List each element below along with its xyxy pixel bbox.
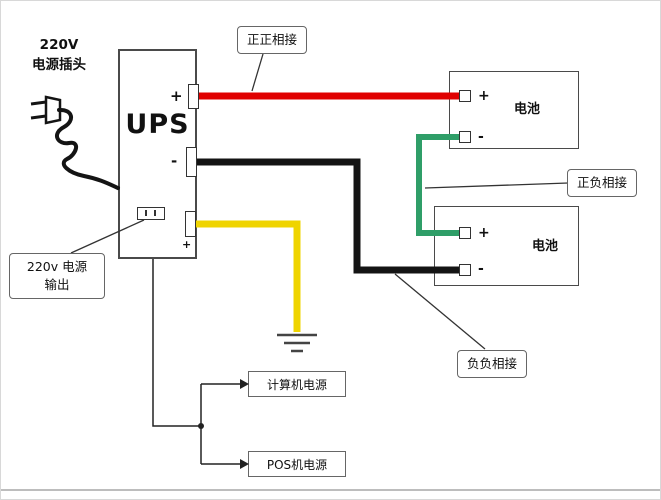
callout-output-line1: 220v 电源 [26, 259, 88, 274]
battery1-negative-terminal [459, 131, 471, 143]
battery2-plus-sign: + [478, 225, 490, 241]
leader-pos-pos [251, 53, 264, 92]
ups-plus-sign: + [170, 87, 183, 105]
plug-cable [55, 107, 120, 190]
power-plug-drawing [30, 95, 120, 190]
leader-pos-neg [424, 182, 569, 189]
ups-aux-plus-sign: + [182, 238, 192, 251]
callout-neg-neg: 负负相接 [457, 350, 528, 379]
callout-pos-pos: 正正相接 [237, 26, 308, 55]
ups-positive-terminal [188, 84, 199, 109]
battery1-box: + 电池 - [449, 71, 579, 149]
battery1-positive-terminal [459, 90, 471, 102]
battery1-minus-sign: - [478, 129, 484, 145]
output-distribution-lines [152, 259, 241, 465]
plug-label-line1: 220V [39, 37, 79, 53]
black-wire-negative [195, 158, 461, 274]
junction-dot [198, 423, 204, 429]
bottom-divider [1, 489, 660, 491]
battery2-label: 电池 [532, 239, 559, 254]
callout-pos-neg-label: 正负相接 [577, 175, 628, 190]
battery2-minus-sign: - [478, 261, 484, 277]
plug-label: 220V 电源插头 [13, 35, 105, 76]
yellow-ground-wire [194, 220, 301, 332]
battery2-negative-terminal [459, 264, 471, 276]
battery2-box: + 电池 - [434, 206, 579, 286]
callout-neg-neg-label: 负负相接 [467, 356, 518, 371]
output-socket [137, 207, 165, 220]
callout-pos-neg: 正负相接 [567, 169, 638, 198]
ups-label: UPS [125, 109, 190, 140]
computer-power-box: 计算机电源 [248, 371, 346, 397]
ups-aux-terminal [185, 211, 196, 237]
battery1-plus-sign: + [478, 88, 490, 104]
callout-output: 220v 电源 输出 [9, 253, 105, 300]
computer-power-label: 计算机电源 [266, 377, 327, 392]
battery2-positive-terminal [459, 227, 471, 239]
ups-negative-terminal [186, 147, 197, 177]
pos-power-box: POS机电源 [248, 451, 346, 477]
callout-pos-pos-label: 正正相接 [247, 32, 298, 47]
plug-label-line2: 电源插头 [32, 57, 86, 74]
ground-symbol [277, 333, 317, 353]
ups-minus-sign: - [171, 152, 178, 170]
pos-power-label: POS机电源 [266, 457, 328, 472]
battery1-label: 电池 [514, 102, 541, 117]
callout-output-line2: 输出 [44, 277, 70, 293]
